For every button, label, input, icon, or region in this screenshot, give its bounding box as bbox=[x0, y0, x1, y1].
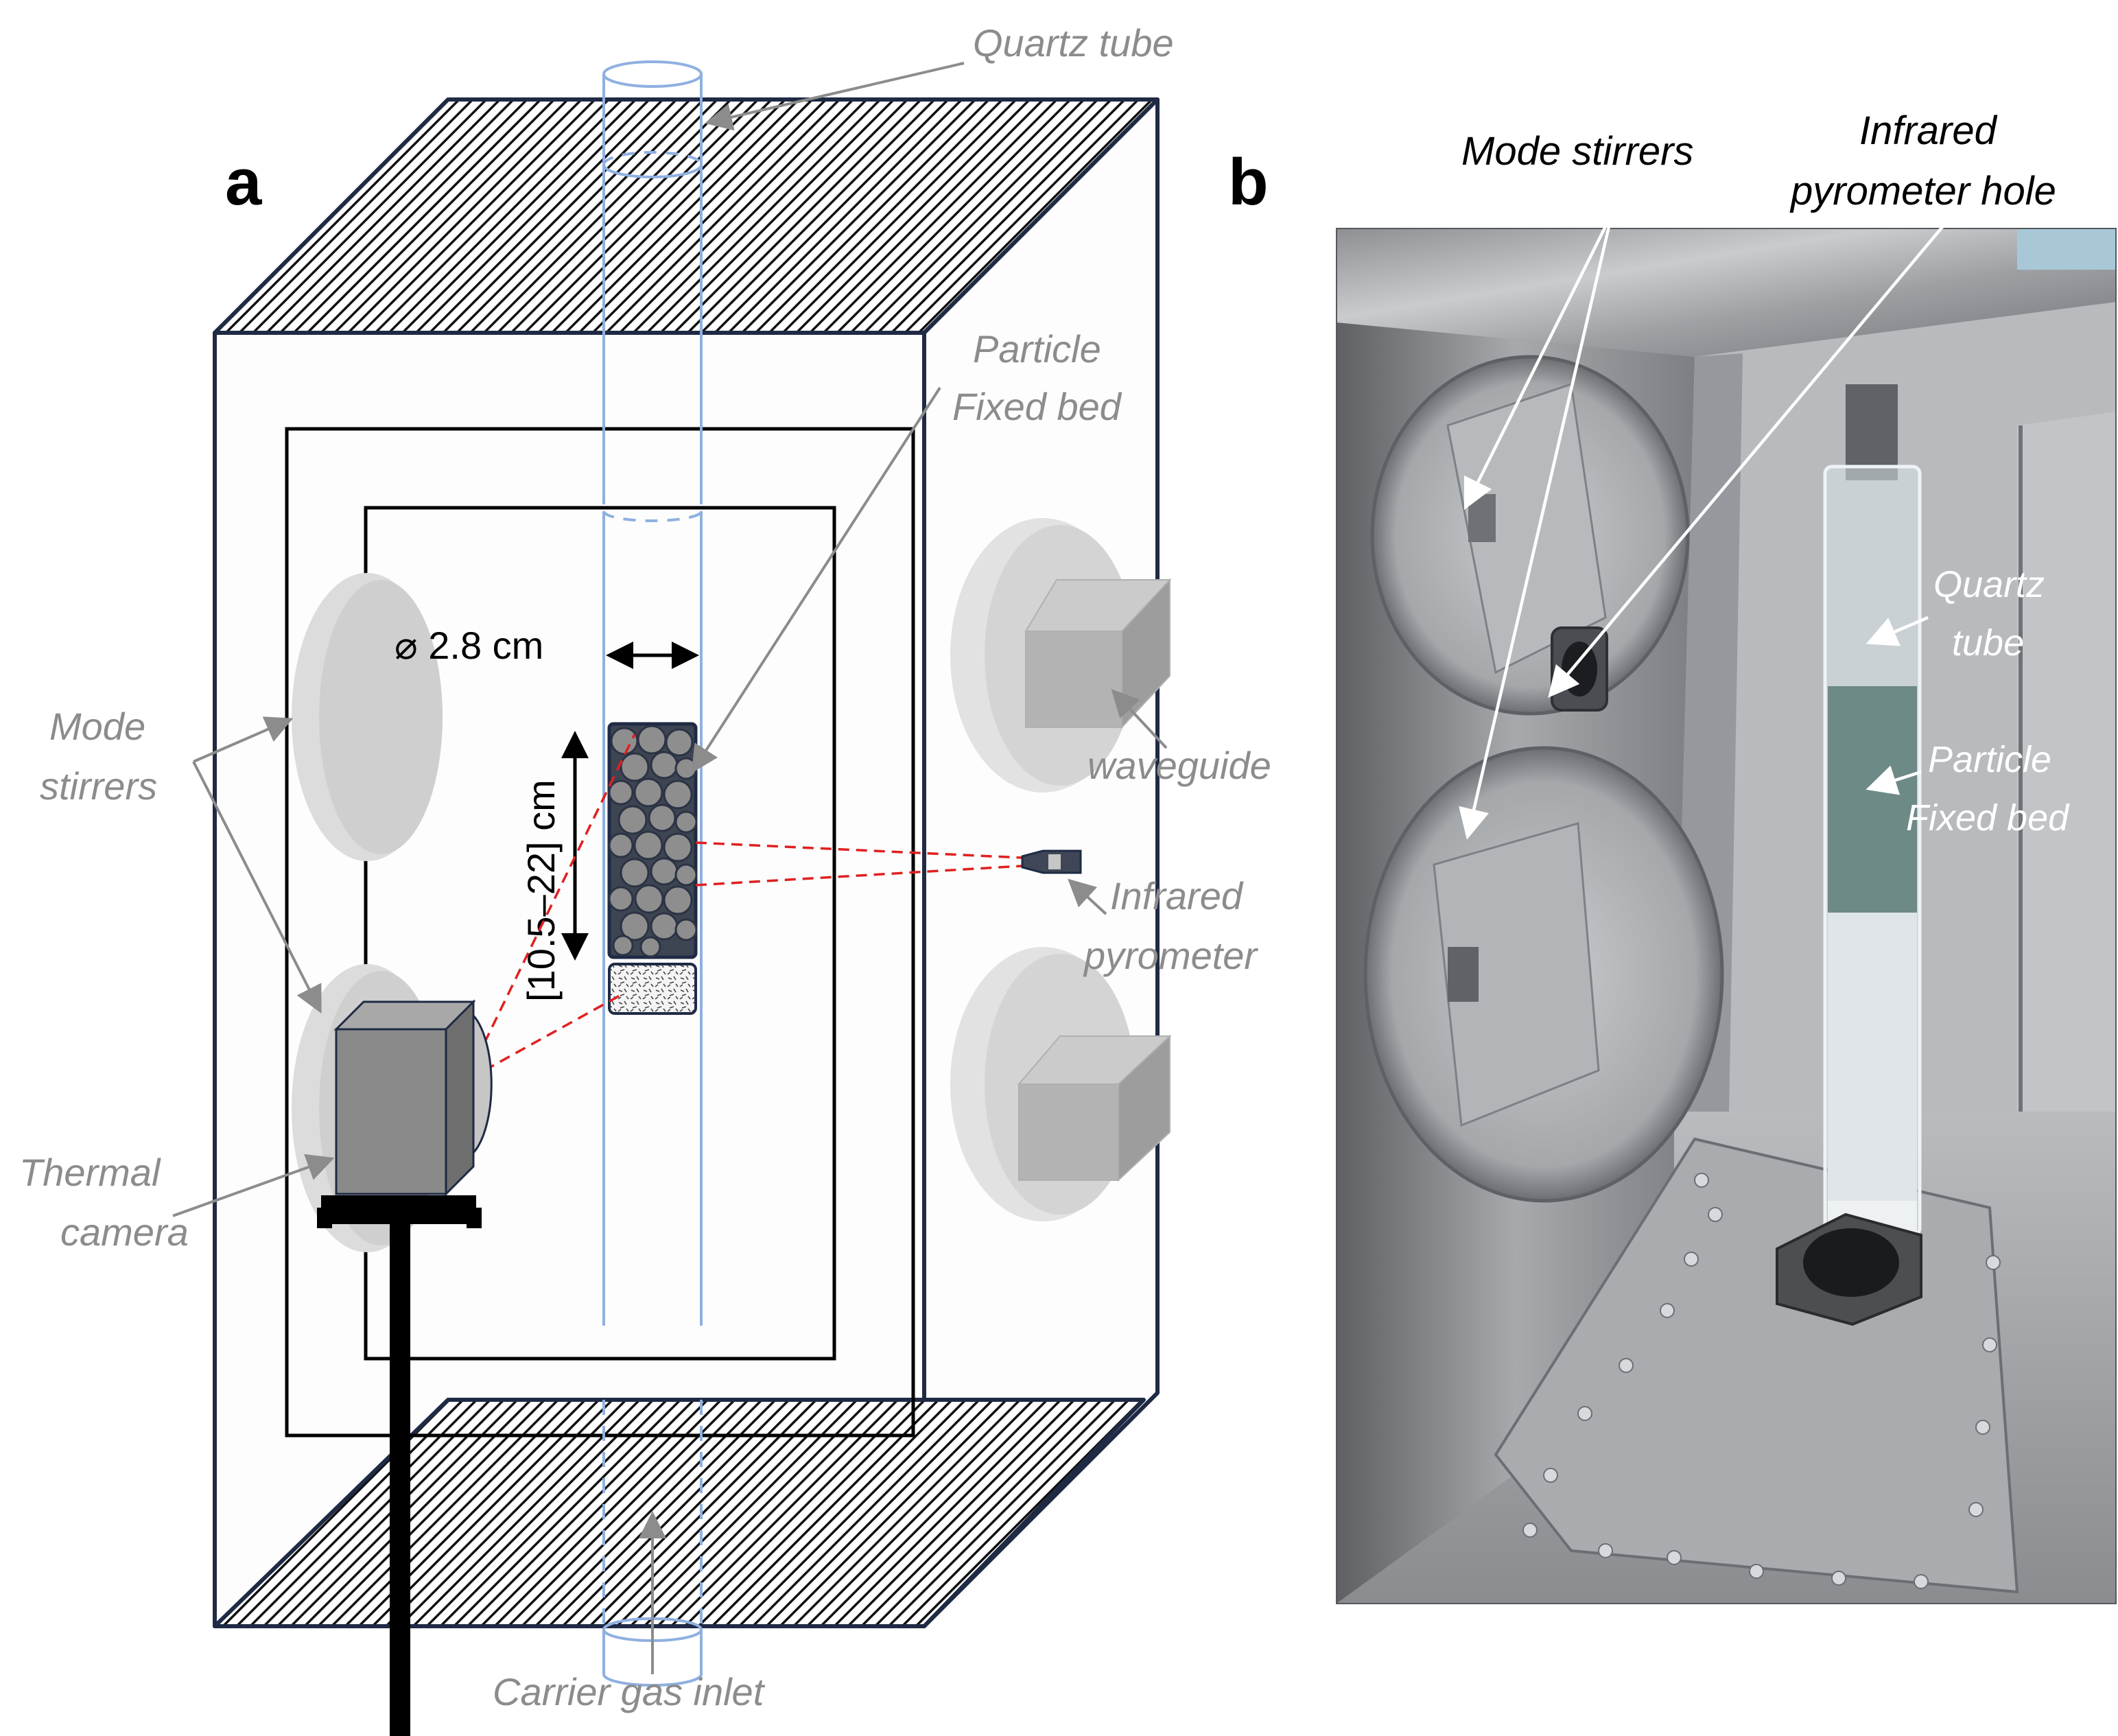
panel-b-letter: b bbox=[1228, 145, 1269, 219]
cavity-bottom-face bbox=[213, 1398, 1146, 1628]
door-outer-frame bbox=[285, 427, 915, 1438]
bed-support-wool bbox=[608, 963, 697, 1015]
label-tube-b: tube bbox=[1952, 622, 2024, 664]
waveguide-block-lower bbox=[1017, 1034, 1172, 1182]
tube-top-rim bbox=[602, 60, 703, 88]
label-waveguide: waveguide bbox=[1087, 744, 1271, 787]
panel-b: b bbox=[1228, 108, 2117, 1604]
mode-stirrer-upper-shade bbox=[319, 580, 443, 854]
pyrometer-beams bbox=[483, 734, 1023, 1072]
leader-arrows-b bbox=[1459, 218, 1950, 840]
cavity-photo bbox=[1337, 228, 2116, 1604]
label-infrared-b: Infrared bbox=[1859, 108, 1998, 153]
thermal-camera bbox=[317, 999, 493, 1736]
label-stirrers-a: stirrers bbox=[40, 764, 157, 808]
arrow-waveguide bbox=[1111, 689, 1168, 749]
arrow-thermal-camera bbox=[172, 1154, 335, 1217]
leader-arrows-a bbox=[172, 62, 1168, 1674]
label-infrared-a: Infrared bbox=[1110, 874, 1244, 917]
arrow-quartz-tube bbox=[705, 62, 965, 131]
arrow-mode-stirrer-upper-b bbox=[1463, 225, 1608, 511]
label-carrier-gas-inlet: Carrier gas inlet bbox=[493, 1670, 766, 1713]
photo-border bbox=[1336, 228, 2117, 1604]
arrow-fixed-bed-b bbox=[1866, 765, 1922, 795]
panel-a-letter: a bbox=[225, 145, 262, 219]
label-pyrometer-hole: pyrometer hole bbox=[1789, 169, 2056, 213]
label-thermal: Thermal bbox=[19, 1151, 161, 1194]
arrow-mode-stirrer-upper bbox=[193, 716, 294, 763]
label-particle-a: Particle bbox=[973, 327, 1101, 371]
particle-fixed-bed bbox=[607, 722, 698, 1015]
arrow-quartz-tube-b bbox=[1866, 615, 1929, 646]
waveguides bbox=[950, 518, 1172, 1221]
arrow-mode-stirrer-lower bbox=[192, 761, 322, 1014]
quartz-tube bbox=[602, 60, 703, 1687]
label-fixed-bed-a: Fixed bed bbox=[952, 385, 1122, 428]
label-camera: camera bbox=[60, 1210, 189, 1254]
arrow-pyrometer-hole bbox=[1548, 218, 1950, 698]
door-inner-frame bbox=[364, 506, 836, 1361]
arrow-mode-stirrer-lower-b bbox=[1459, 226, 1611, 840]
label-particle-b: Particle bbox=[1928, 739, 2051, 780]
label-fixed-bed-b: Fixed bed bbox=[1906, 797, 2070, 838]
label-mode-a: Mode bbox=[49, 705, 145, 748]
infrared-pyrometer bbox=[1021, 849, 1082, 874]
panel-a: a bbox=[19, 21, 1271, 1736]
length-label: [10.5–22] cm bbox=[519, 779, 563, 1002]
label-pyrometer-a: pyrometer bbox=[1083, 934, 1258, 977]
diameter-label: ⌀ 2.8 cm bbox=[395, 624, 543, 667]
label-quartz-b: Quartz bbox=[1933, 564, 2045, 605]
label-quartz-tube: Quartz tube bbox=[973, 21, 1174, 64]
label-mode-stirrers-b: Mode stirrers bbox=[1461, 129, 1693, 174]
arrow-pyrometer bbox=[1068, 878, 1107, 915]
arrow-fixed-bed bbox=[691, 386, 941, 773]
bed-particles bbox=[608, 725, 698, 958]
